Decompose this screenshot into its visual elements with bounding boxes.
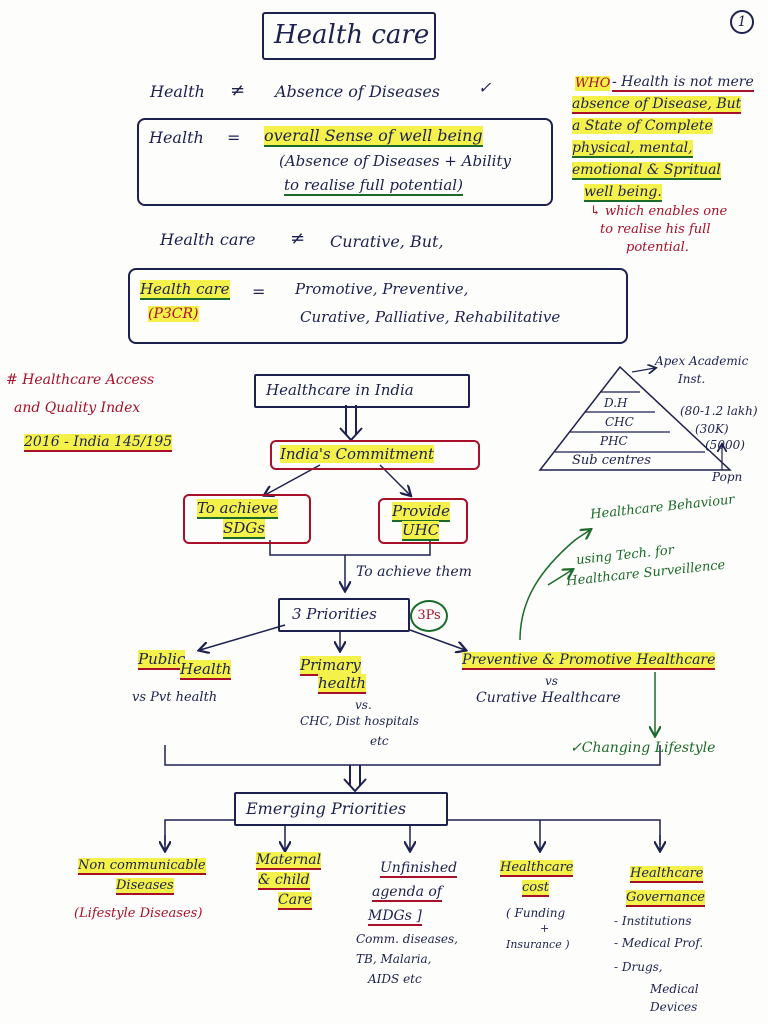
public-health-line2: Health — [180, 660, 232, 680]
def4-line2: Curative, Palliative, Rehabilitative — [300, 308, 561, 326]
curative-healthcare: Curative Healthcare — [476, 690, 621, 706]
def1-op: ≠ — [230, 80, 246, 101]
governance-line4: - Medical Prof. — [614, 936, 704, 950]
india-commitment-box: India's Commitment — [270, 440, 480, 470]
maternal-line1: Maternal — [256, 852, 322, 870]
sdg-line1: To achieve — [197, 499, 278, 519]
mdg-line5: TB, Malaria, — [356, 952, 432, 966]
mdg-line6: AIDS etc — [368, 972, 422, 986]
ncd-line3: (Lifestyle Diseases) — [74, 906, 203, 921]
governance-line1: Healthcare — [630, 866, 704, 883]
emerging-priorities-box: Emerging Priorities — [234, 792, 448, 826]
governance-line6: Medical — [650, 982, 699, 996]
pyramid-level-chc: CHC — [605, 415, 634, 429]
def1-left: Health — [150, 82, 205, 101]
def1-tick: ✓ — [478, 78, 492, 97]
def2-line1: overall Sense of well being — [264, 126, 483, 147]
mdg-line1: Unfinished — [380, 860, 458, 878]
page-number: 1 — [730, 10, 754, 34]
cost-line5: Insurance ) — [506, 938, 570, 951]
mdg-line3: MDGs ] — [368, 908, 422, 926]
governance-line7: Devices — [650, 1000, 698, 1014]
who-line7: ↳ which enables one — [590, 204, 728, 219]
maternal-line2: & child — [258, 872, 310, 890]
india-title: Healthcare in India — [266, 381, 414, 399]
uhc-line2: UHC — [402, 521, 440, 541]
primary-health-line1: Primary — [300, 656, 361, 676]
haq-line1: # Healthcare Access — [6, 372, 155, 388]
public-health-line1: Public — [138, 650, 186, 670]
def1-right: Absence of Diseases — [275, 82, 440, 101]
ncd-line2: Diseases — [116, 878, 174, 895]
primary-health-vs: vs. — [355, 698, 372, 712]
ncd-line1: Non communicable — [78, 858, 206, 875]
sdg-line2: SDGs — [223, 519, 265, 539]
healthcare-definition-box: Health care (P3CR) = Promotive, Preventi… — [128, 268, 628, 344]
pyramid-apex-line1: Apex Academic — [655, 354, 749, 368]
who-line3: a State of Complete — [572, 118, 713, 134]
three-ps-badge: 3Ps — [410, 600, 448, 632]
cost-line1: Healthcare — [500, 860, 574, 877]
def3-op: ≠ — [290, 228, 306, 249]
pyramid-pop2: (30K) — [695, 422, 729, 436]
governance-line5: - Drugs, — [614, 960, 663, 974]
uhc-line1: Provide — [392, 502, 451, 522]
def4-line1: Promotive, Preventive, — [295, 280, 469, 298]
pyramid-pop3: (5000) — [705, 438, 745, 452]
primary-health-line2: health — [318, 674, 366, 694]
who-tag: WHO — [575, 76, 611, 91]
haq-line2: and Quality Index — [14, 400, 141, 416]
sdg-box: To achieve SDGs — [183, 494, 311, 544]
pyramid-pop1: (80-1.2 lakh) — [680, 404, 758, 418]
pyramid-apex-line2: Inst. — [678, 372, 706, 386]
who-line8: to realise his full — [600, 222, 711, 237]
def2-line2: (Absence of Diseases + Ability — [279, 152, 511, 170]
green-note-lifestyle: ✓Changing Lifestyle — [570, 740, 716, 756]
def2-op: = — [227, 128, 241, 147]
preventive-promotive: Preventive & Promotive Healthcare — [462, 652, 716, 670]
who-line1: - Health is not mere — [612, 74, 754, 92]
primary-health-vs3: etc — [370, 734, 389, 748]
cost-line4: + — [540, 922, 550, 935]
who-line5: emotional & Spritual — [572, 162, 721, 180]
who-line2: absence of Disease, But — [572, 96, 742, 114]
priorities-title: 3 Priorities — [292, 605, 377, 623]
pyramid-level-dh: D.H — [604, 396, 628, 410]
who-line6: well being. — [584, 184, 662, 202]
page-title: Health care — [274, 20, 430, 50]
pyramid-pop-label: Popn — [712, 470, 743, 484]
def2-left: Health — [149, 128, 204, 147]
governance-line2: Governance — [626, 890, 705, 907]
cost-line3: ( Funding — [506, 906, 566, 920]
haq-line3: 2016 - India 145/195 — [24, 434, 173, 452]
def4-op: = — [252, 282, 266, 301]
india-commitment: India's Commitment — [280, 445, 435, 463]
pyramid-level-phc: PHC — [600, 434, 628, 448]
def2-line3: to realise full potential) — [284, 176, 463, 196]
def3-right: Curative, But, — [330, 232, 444, 251]
cost-line2: cost — [522, 880, 550, 897]
who-line9: potential. — [626, 240, 689, 255]
def3-left: Health care — [160, 230, 256, 249]
health-definition-box: Health = overall Sense of well being (Ab… — [137, 118, 553, 206]
who-line4: physical, mental, — [572, 140, 693, 158]
public-health-vs: vs Pvt health — [132, 690, 218, 705]
healthcare-india-box: Healthcare in India — [254, 374, 470, 408]
def4-left: Health care — [140, 280, 230, 300]
governance-line3: - Institutions — [614, 914, 692, 928]
mdg-line2: agenda of — [372, 884, 442, 902]
priorities-box: 3 Priorities — [278, 598, 410, 632]
maternal-line3: Care — [278, 892, 313, 910]
emerging-title: Emerging Priorities — [246, 799, 407, 818]
primary-health-vs2: CHC, Dist hospitals — [300, 714, 419, 728]
def4-abbr: (P3CR) — [148, 306, 199, 322]
uhc-box: Provide UHC — [378, 498, 468, 544]
pyramid-level-subcentres: Sub centres — [572, 453, 651, 468]
mdg-line4: Comm. diseases, — [356, 932, 458, 946]
preventive-vs: vs — [545, 674, 558, 688]
to-achieve-them: To achieve them — [356, 564, 472, 580]
title-box: Health care — [262, 12, 436, 60]
